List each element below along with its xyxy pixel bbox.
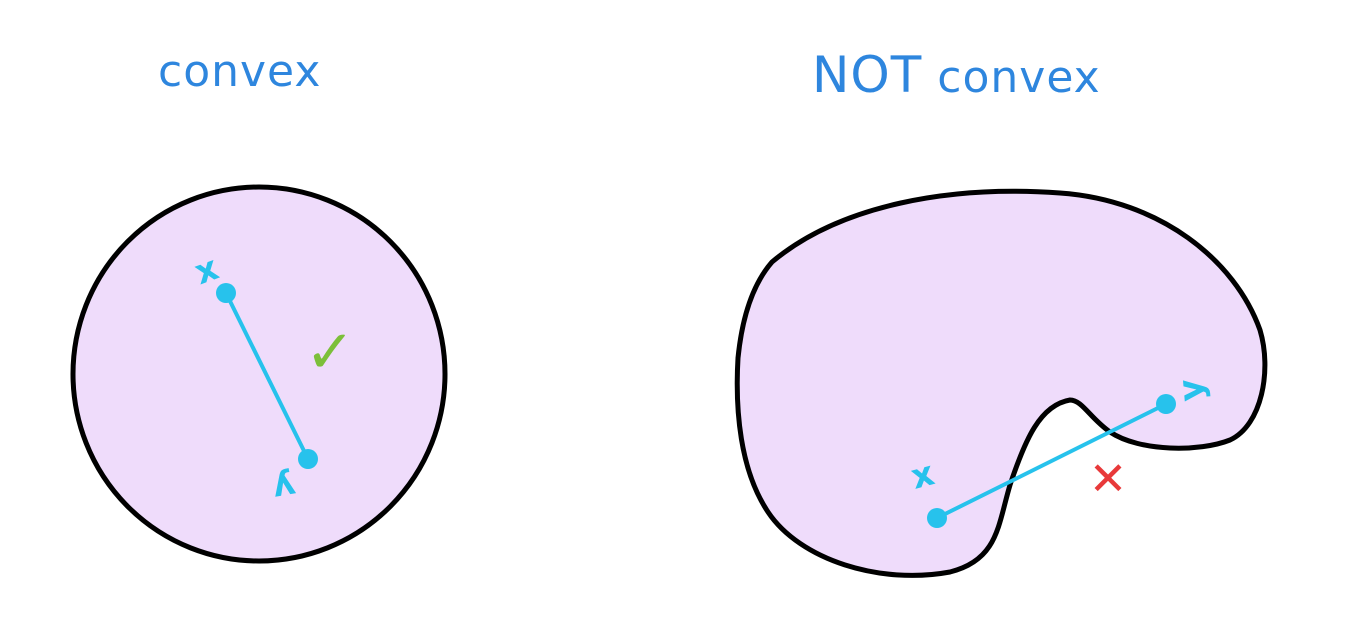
convex-heading: convex [158, 46, 322, 97]
cross-mark-icon: ✕ [1089, 452, 1128, 506]
not-convex-point-b-label: y [1171, 377, 1213, 403]
not-convex-kidney-shape [734, 188, 1268, 578]
not-convex-heading: NOT convex [812, 50, 1101, 100]
not-convex-segment [935, 402, 1168, 520]
not-convex-figure: x y ✕ [734, 188, 1268, 578]
convex-figure: x y ✓ [70, 184, 448, 564]
not-convex-point-a [927, 508, 947, 528]
check-mark-icon: ✓ [305, 318, 355, 388]
convex-circle-shape [70, 184, 448, 564]
convex-point-b [298, 449, 318, 469]
not-word: NOT [812, 46, 923, 104]
not-convex-point-b [1156, 394, 1176, 414]
convex-word: convex [922, 52, 1101, 103]
convex-segment [224, 291, 310, 461]
convex-point-a [216, 283, 236, 303]
